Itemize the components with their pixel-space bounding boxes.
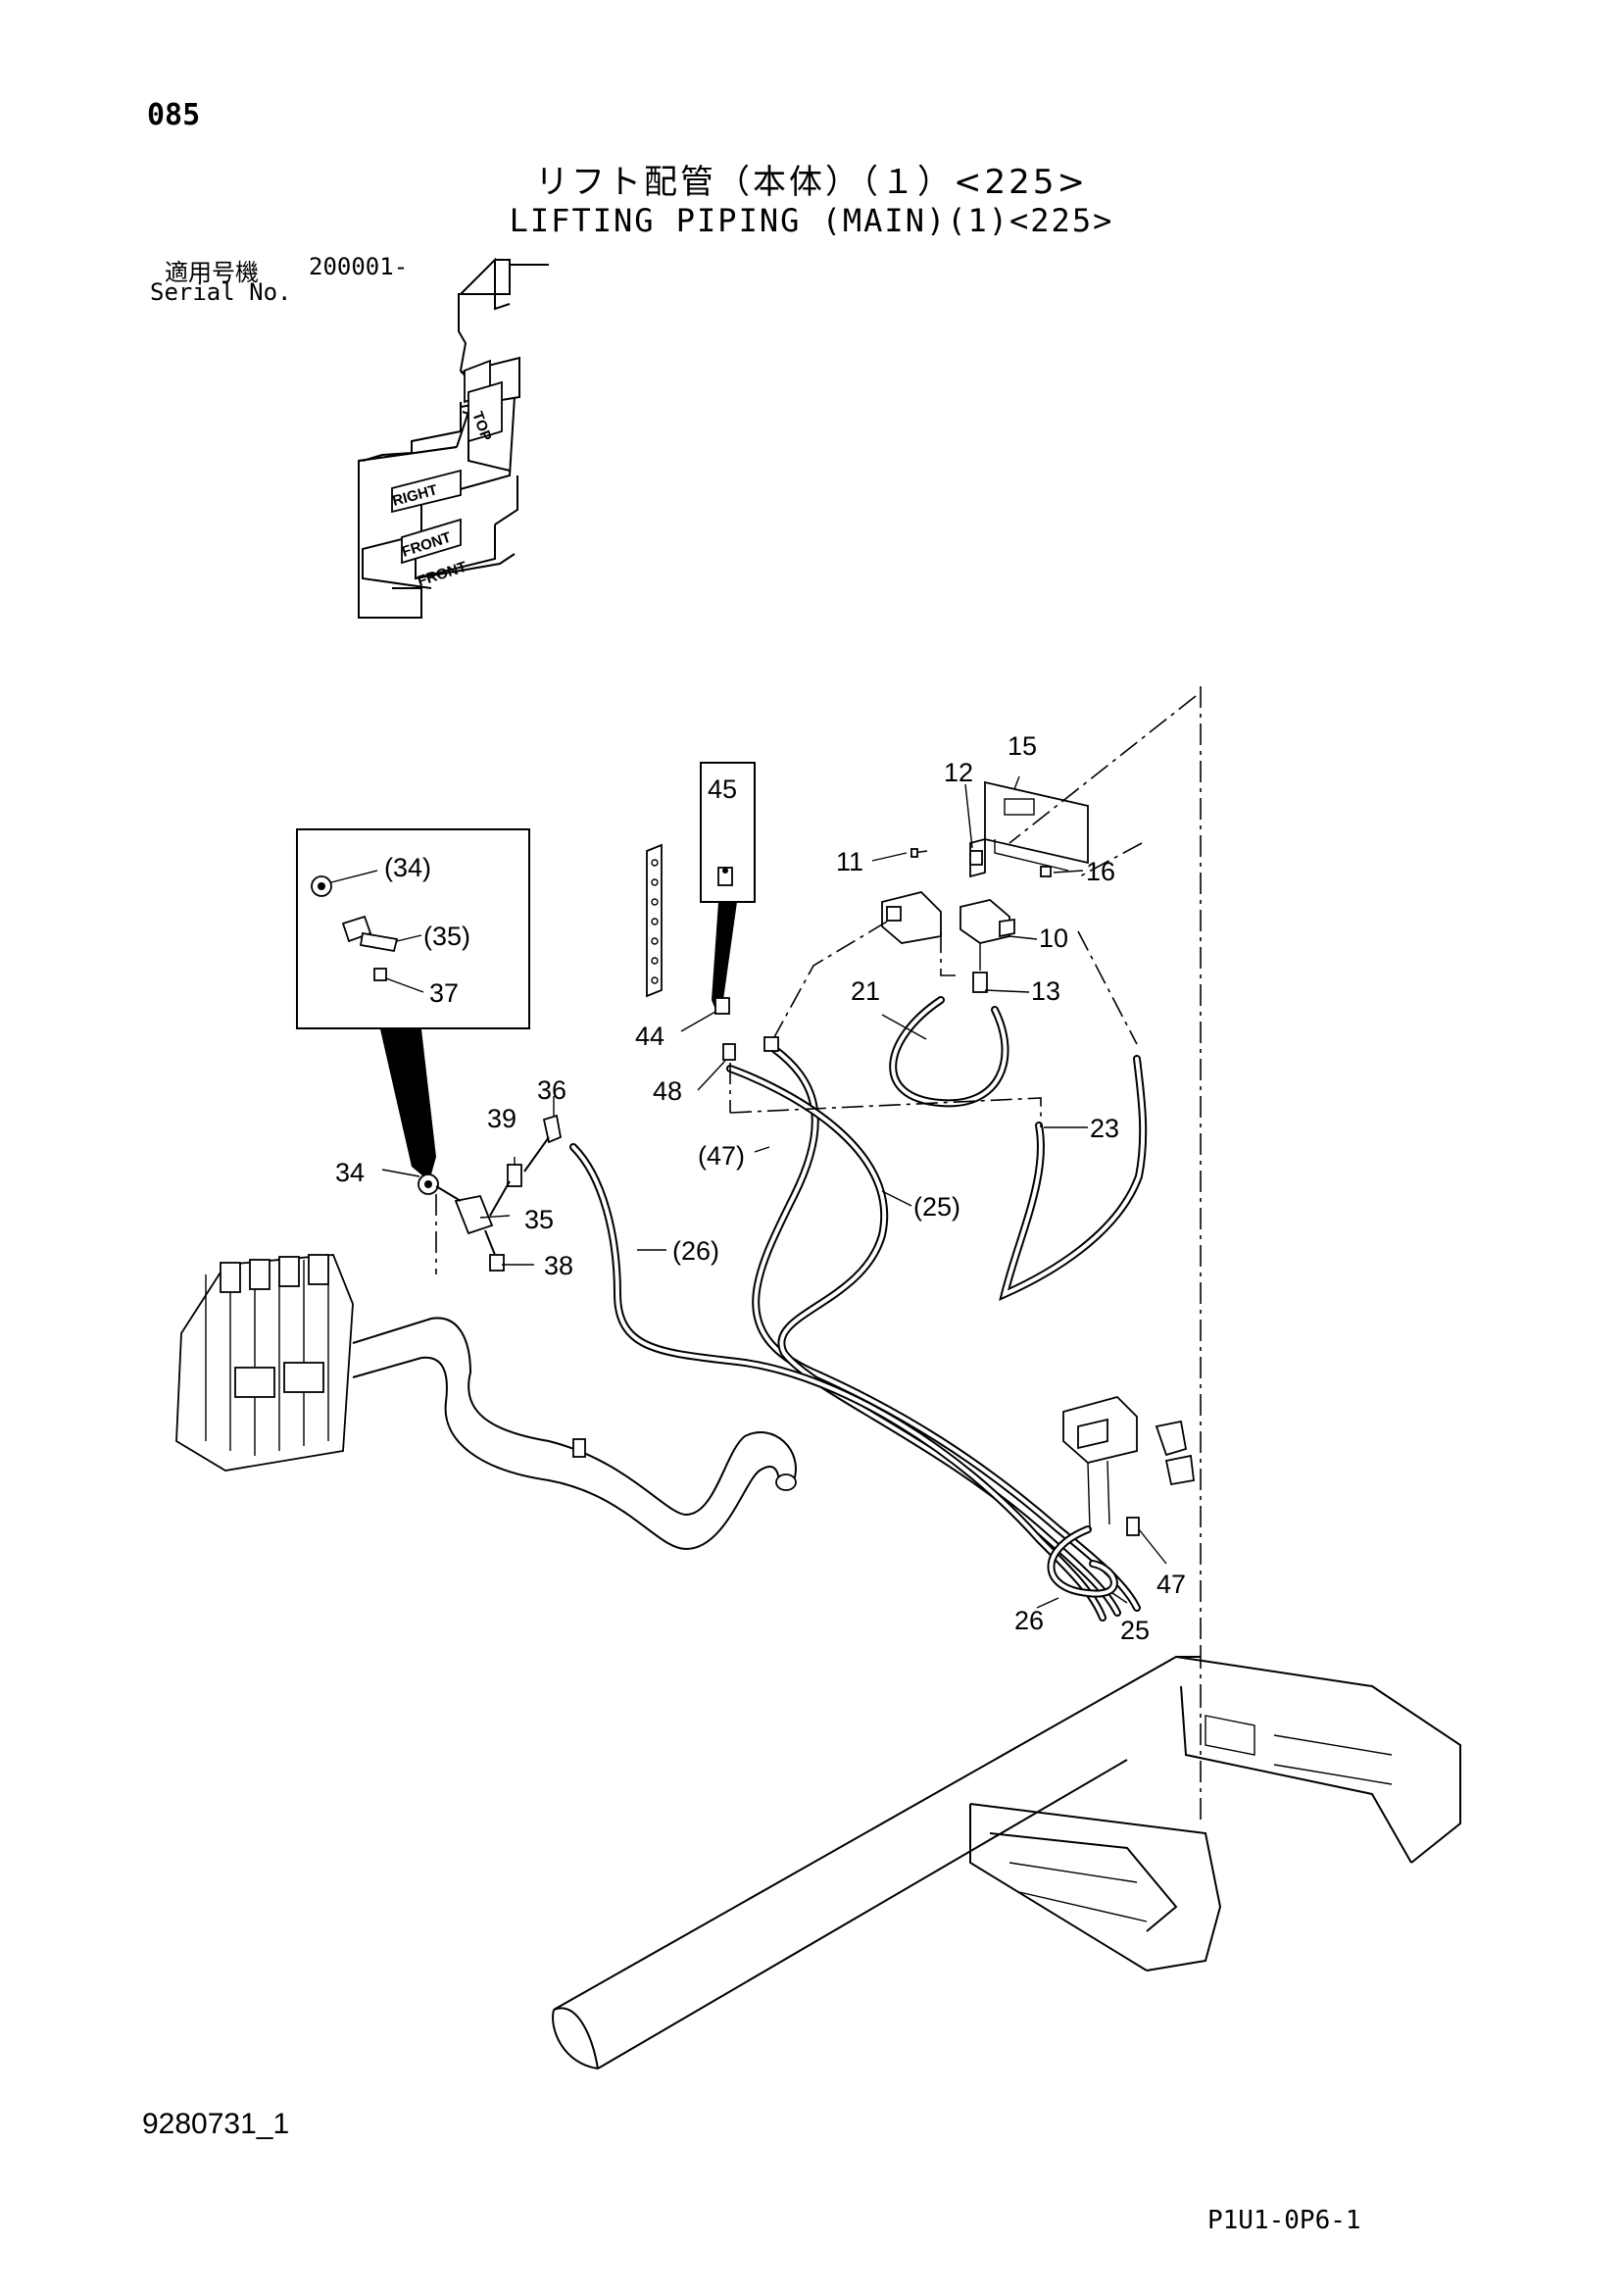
callout-34: 34	[335, 1158, 365, 1187]
title-japanese: リフト配管（本体）（１）<225>	[535, 163, 1088, 202]
inset-detail-box	[296, 828, 530, 1181]
center-lines	[773, 686, 1202, 1686]
leader-lines	[381, 775, 1167, 1609]
callout-38: 38	[544, 1251, 573, 1280]
fittings-left-group	[418, 1114, 563, 1272]
callout-47: 47	[1156, 1570, 1186, 1599]
callout-48: 48	[653, 1076, 682, 1106]
title-english: LIFTING PIPING (MAIN)(1)<225>	[509, 202, 1114, 239]
callout-25-paren: (25)	[913, 1192, 960, 1222]
callout-10: 10	[1039, 923, 1068, 953]
frame-structure	[552, 1656, 1461, 2070]
detail-45-box	[700, 762, 756, 1015]
fittings-44-48	[714, 997, 1042, 1127]
callout-25: 25	[1120, 1616, 1150, 1645]
page-number: 085	[147, 98, 201, 132]
callout-23: 23	[1090, 1114, 1119, 1143]
return-pipe	[352, 1317, 797, 1551]
hose-21	[889, 996, 1009, 1108]
control-valve-block	[175, 1194, 437, 1472]
callout-11: 11	[836, 847, 863, 876]
serial-label-english: Serial No.	[150, 278, 292, 306]
callout-45: 45	[708, 774, 737, 804]
callout-inset-34: (34)	[384, 853, 431, 882]
valve-assembly	[881, 780, 1089, 993]
callout-21: 21	[851, 976, 880, 1006]
callout-39: 39	[487, 1104, 516, 1133]
callout-inset-35: (35)	[423, 922, 470, 951]
orientation-label-front-lower: FRONT	[416, 559, 468, 590]
page-code: P1U1-0P6-1	[1207, 2206, 1361, 2235]
callout-36: 36	[537, 1075, 566, 1105]
serial-range: 200001-	[309, 253, 409, 280]
callout-47-paren: (47)	[698, 1141, 745, 1171]
callout-13: 13	[1031, 976, 1060, 1006]
callout-inset-37: 37	[429, 978, 459, 1008]
callout-26: 26	[1014, 1606, 1044, 1635]
callout-26-paren: (26)	[672, 1236, 719, 1266]
callout-15: 15	[1008, 731, 1037, 761]
callout-44: 44	[635, 1022, 664, 1051]
callout-35: 35	[524, 1205, 554, 1234]
hose-bundle	[569, 1045, 1141, 1622]
callout-12: 12	[944, 758, 973, 787]
mounting-bracket-strip	[646, 843, 663, 998]
serial-label-japanese: 適用号機	[165, 259, 259, 286]
drawing-number: 9280731_1	[142, 2108, 290, 2140]
orientation-icon: TOP RIGHT FRONT FRONT	[358, 257, 549, 619]
hose-23	[999, 1055, 1148, 1301]
right-valves	[1062, 1395, 1195, 1536]
callout-16: 16	[1086, 857, 1115, 886]
